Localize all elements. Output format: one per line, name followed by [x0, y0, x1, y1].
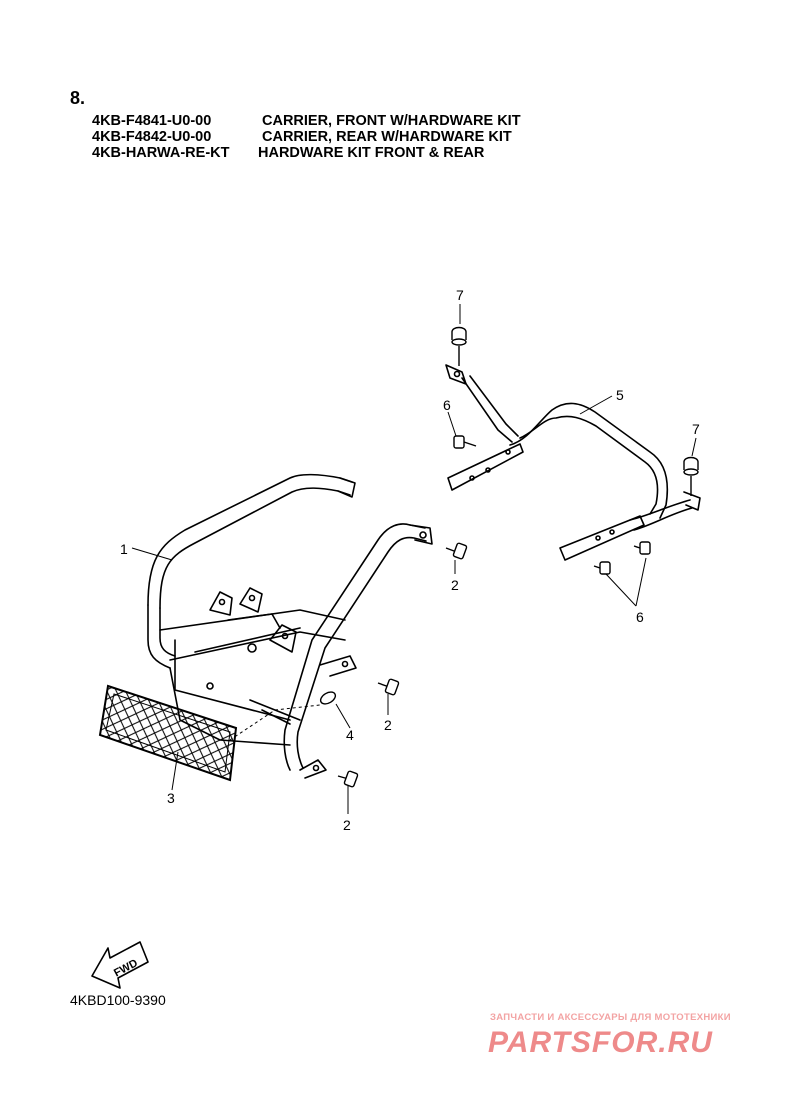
- callout-2: 2: [343, 817, 351, 833]
- leader-lines: [131, 304, 697, 814]
- callout-2: 2: [384, 717, 392, 733]
- rubber-cap: [451, 326, 467, 366]
- callout-5: 5: [616, 387, 624, 403]
- bolt: [377, 678, 400, 696]
- bolt: [445, 542, 468, 560]
- callout-4: 4: [346, 727, 354, 743]
- callout-6: 6: [443, 397, 451, 413]
- part-description-rear-carrier: CARRIER, REAR W/HARDWARE KIT: [262, 129, 512, 145]
- watermark-tagline: ЗАПЧАСТИ И АКСЕССУАРЫ ДЛЯ МОТОТЕХНИКИ: [490, 1012, 731, 1023]
- bolt: [593, 561, 611, 575]
- rubber-cap: [683, 456, 699, 496]
- part-description-front-carrier: CARRIER, FRONT W/HARDWARE KIT: [262, 113, 521, 129]
- washer: [319, 691, 337, 705]
- callout-2: 2: [451, 577, 459, 593]
- callout-6: 6: [636, 609, 644, 625]
- bolt: [633, 541, 651, 555]
- callout-3: 3: [167, 790, 175, 806]
- grille-panel: [98, 684, 238, 782]
- part-number-hardware-kit: 4KB-HARWA-RE-KT: [92, 145, 230, 161]
- part-description-hardware-kit: HARDWARE KIT FRONT & REAR: [258, 145, 485, 161]
- bolt: [337, 770, 359, 788]
- bolt: [453, 435, 477, 449]
- section-number: 8.: [70, 88, 86, 108]
- diagram-code: 4KBD100-9390: [70, 992, 166, 1008]
- callout-7: 7: [456, 287, 464, 303]
- callout-1: 1: [120, 541, 128, 557]
- forward-arrow-icon: FWD: [91, 941, 149, 989]
- part-number-front-carrier: 4KB-F4841-U0-00: [92, 113, 212, 129]
- front-carrier: [147, 473, 433, 779]
- watermark-logo: PARTSFOR.RU: [488, 1026, 713, 1059]
- rear-carrier: [445, 364, 701, 561]
- callout-7: 7: [692, 421, 700, 437]
- part-number-rear-carrier: 4KB-F4842-U0-00: [92, 129, 212, 145]
